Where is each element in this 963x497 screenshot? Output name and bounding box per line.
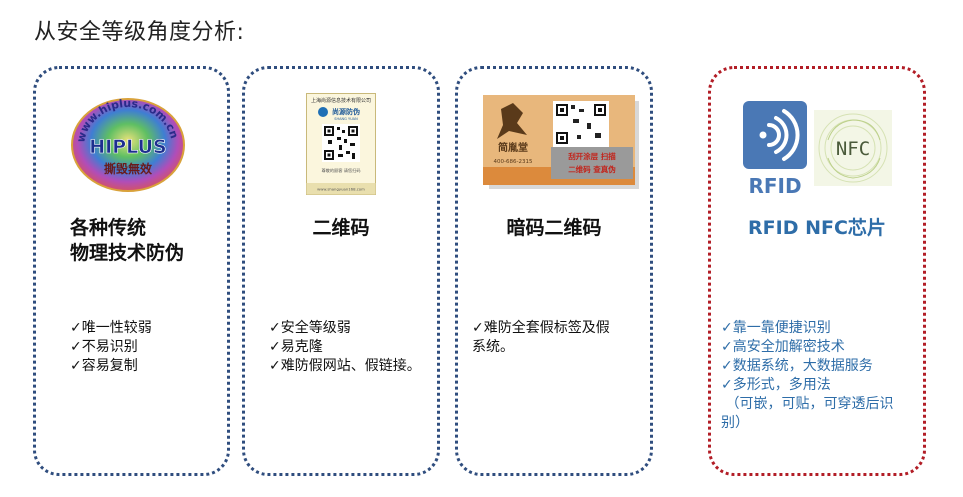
scratch-label-image: 简胤堂 400-686-2315 刮开涂层 扫描 二维码 查真伪 [483,95,641,191]
card-rfid-nfc: RFID NFC RFID NFC芯片 ✓靠一靠便捷识别 ✓高安全加解密技术 ✓… [708,66,926,476]
card-heading: RFID NFC芯片 [748,217,886,239]
list-item: ✓难防全套假标签及假 [472,320,610,336]
page-title: 从安全等级角度分析: [34,20,245,45]
caption-text: 尊敬的顾客 请您扫码 [321,167,360,174]
rfid-icon: RFID [741,99,811,198]
nfc-icon: NFC [814,110,892,186]
list-item: 系统。 [472,339,514,355]
card-heading: 各种传统 物理技术防伪 [70,217,185,264]
list-item: （可嵌，可贴，可穿透后识 [721,396,894,412]
hologram-label-image: www.hiplus.com.cn HIPLUS 撕毁無效 [70,97,186,193]
list-item: ✓难防假网站、假链接。 [269,358,421,374]
scratch-text-1: 刮开涂层 扫描 [568,151,616,161]
footer-text: www.shangyuan168.com [317,187,365,192]
hologram-main-text: HIPLUS [89,136,166,158]
card-physical-anticounterfeit: www.hiplus.com.cn HIPLUS 撕毁無效 各种传统 物理技术防… [33,66,230,476]
bullet-list: ✓靠一靠便捷识别 ✓高安全加解密技术 ✓数据系统，大数据服务 ✓多形式，多用法 … [721,319,893,433]
nfc-text: NFC [836,138,870,160]
phone-text: 400-686-2315 [494,159,533,165]
list-item: ✓安全等级弱 [269,320,351,336]
card-qr-code: 上海尚源信息技术有限公司 尚源防伪 SHANG YUAN 尊敬的顾客 请您扫码 … [242,66,440,476]
card-heading: 二维码 [312,217,370,239]
list-item: ✓容易复制 [70,358,138,374]
company-text: 上海尚源信息技术有限公司 [311,97,371,104]
card-heading: 暗码二维码 [506,217,602,239]
qr-label-image: 上海尚源信息技术有限公司 尚源防伪 SHANG YUAN 尊敬的顾客 请您扫码 … [306,93,376,195]
card-hidden-qr-code: 简胤堂 400-686-2315 刮开涂层 扫描 二维码 查真伪 暗码二维码 ✓… [455,66,653,476]
list-item: ✓易克隆 [269,339,323,355]
list-item: ✓多形式，多用法 [721,377,831,393]
hologram-sub-text: 撕毁無效 [104,161,153,176]
brand-text: 尚源防伪 [332,107,360,116]
bullet-list: ✓安全等级弱 ✓易克隆 ✓难防假网站、假链接。 [269,319,421,376]
list-item: ✓高安全加解密技术 [721,339,845,355]
list-item: ✓不易识别 [70,339,138,355]
list-item: ✓唯一性较弱 [70,320,152,336]
bullet-list: ✓唯一性较弱 ✓不易识别 ✓容易复制 [70,319,152,376]
brand-en-text: SHANG YUAN [334,117,358,121]
rfid-text: RFID [748,174,801,197]
list-item: ✓数据系统，大数据服务 [721,358,873,374]
bullet-list: ✓难防全套假标签及假 系统。 [472,319,610,357]
list-item: ✓靠一靠便捷识别 [721,320,831,336]
logo-text: 简胤堂 [498,141,528,154]
list-item: 别） [721,415,749,431]
scratch-text-2: 二维码 查真伪 [568,164,616,174]
